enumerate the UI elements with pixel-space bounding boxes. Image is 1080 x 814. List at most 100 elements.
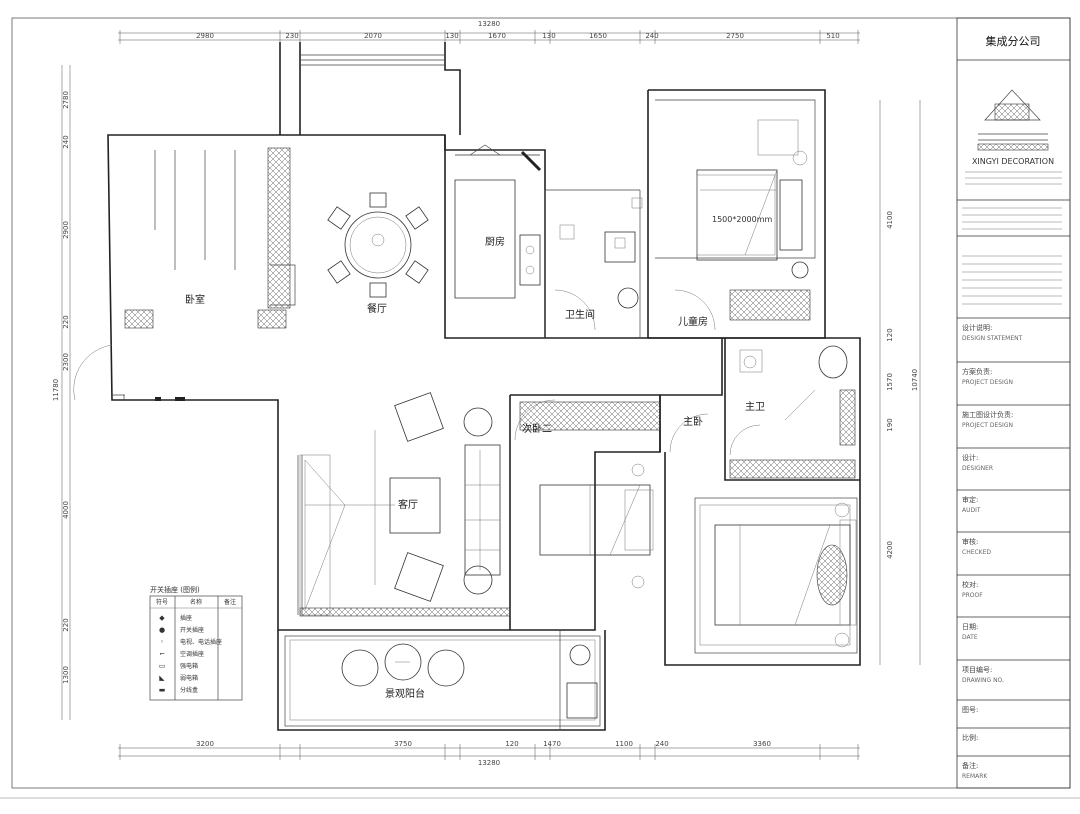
title-block-frame [956, 17, 1071, 789]
titleblock-field-label: 图号: [962, 706, 978, 714]
room-label-dining: 餐厅 [367, 302, 387, 315]
legend-name: 分线盒 [180, 686, 198, 694]
titleblock-field-value: DATE [962, 634, 978, 641]
dimension-label: 4200 [886, 541, 894, 559]
dimension-label: 1670 [488, 32, 506, 40]
bed-size-note: 1500*2000mm [712, 215, 773, 224]
titleblock-field-label: 方案负责: [962, 367, 992, 376]
dimension-label: 4100 [886, 211, 894, 229]
legend-name: 开关插座 [180, 626, 204, 634]
second-bedroom-fixtures [514, 399, 709, 589]
dimension-label: 120 [505, 740, 518, 748]
room-label-bathroom: 卫生间 [565, 308, 595, 321]
room-label-second-bedroom: 次卧二 [522, 422, 552, 435]
dimension-label: 1570 [886, 373, 894, 391]
dimension-total-label: 13280 [478, 20, 500, 28]
legend-symbol: ▬ [159, 686, 166, 694]
dimension-label: 2300 [62, 353, 70, 371]
room-label-balcony: 景观阳台 [385, 687, 425, 700]
room-label-master-short: 主卧 [683, 415, 703, 428]
dimension-total-label: 13280 [478, 759, 500, 767]
titleblock-field-value: PROJECT DESIGN [962, 422, 1013, 429]
room-label-bedroom: 卧室 [185, 293, 205, 306]
company-logo [977, 89, 1049, 151]
titleblock-field-value: DESIGN STATEMENT [962, 335, 1023, 342]
legend-symbol: ▭ [159, 662, 166, 670]
room-label-kids-room: 儿童房 [678, 315, 708, 328]
legend-table: 开关插座 (图例) 符号名称备注◆插座●开关插座◦电视、电话插座⌐空调插座▭强电… [149, 585, 243, 701]
titleblock-field-value: CHECKED [962, 549, 991, 556]
kitchen-fixtures [454, 144, 542, 299]
dimension-label: 3750 [394, 740, 412, 748]
dimension-label: 3360 [753, 740, 771, 748]
master-bath-fixtures [729, 345, 856, 479]
titleblock-field-value: REMARK [962, 773, 988, 780]
legend-name: 弱电箱 [180, 674, 198, 682]
title-block: 集成分公司 XINGYI DECORATION 设计说明: DESIGN STAT… [956, 17, 1071, 789]
walls [107, 42, 861, 731]
logo-caption: XINGYI DECORATION [972, 157, 1054, 166]
dimension-label: 510 [826, 32, 839, 40]
room-label-living: 客厅 [398, 498, 418, 511]
dimension-label: 4000 [62, 501, 70, 519]
titleblock-field-label: 审核: [962, 537, 978, 546]
dimension-total-label: 11780 [52, 379, 60, 401]
kids-bed [674, 119, 811, 331]
dimension-label: 1300 [62, 666, 70, 684]
dimension-label: 120 [886, 328, 894, 341]
dimension-label: 220 [62, 618, 70, 631]
room-labels: 卧室 餐厅 厨房 卫生间 儿童房 1500*2000mm 次卧二 主卧 主卫 客… [185, 215, 773, 700]
legend-symbol: ⌐ [159, 650, 165, 658]
company-name: 集成分公司 [986, 34, 1041, 48]
titleblock-field-value: AUDIT [962, 507, 981, 514]
titleblock-field-label: 备注: [962, 761, 978, 770]
bathroom-fixtures [554, 197, 643, 331]
dimension-label: 2980 [196, 32, 214, 40]
dimension-total-label: 10740 [911, 369, 919, 391]
titleblock-field-label: 项目编号: [962, 665, 992, 674]
titleblock-field-label: 设计说明: [962, 323, 992, 332]
legend-title: 开关插座 (图例) [150, 585, 200, 594]
legend-name: 强电箱 [180, 662, 198, 670]
dimension-label: 130 [445, 32, 458, 40]
legend-header: 名称 [190, 598, 202, 606]
legend-symbol: ◣ [159, 674, 165, 682]
dimension-label: 190 [886, 418, 894, 431]
titleblock-field-value: DESIGNER [962, 465, 993, 472]
legend-name: 空调插座 [180, 650, 204, 658]
dimension-label: 3200 [196, 740, 214, 748]
titleblock-field-label: 设计: [962, 453, 978, 462]
legend-symbol: ◦ [160, 638, 164, 646]
dimension-label: 230 [285, 32, 298, 40]
dimension-label: 2900 [62, 221, 70, 239]
dimension-label: 2780 [62, 91, 70, 109]
titleblock-field-label: 施工图设计负责: [962, 410, 1013, 419]
dimension-label: 2750 [726, 32, 744, 40]
legend-name: 插座 [180, 614, 192, 622]
legend-name: 电视、电话插座 [180, 638, 222, 646]
dimension-label: 240 [62, 135, 70, 148]
titleblock-field-label: 比例: [962, 733, 978, 742]
titleblock-field-label: 日期: [962, 623, 978, 631]
dining-table [327, 192, 429, 298]
living-room-furniture [299, 392, 511, 617]
dimension-label: 240 [655, 740, 668, 748]
titleblock-field-value: PROJECT DESIGN [962, 379, 1013, 386]
balcony-furniture [341, 643, 598, 719]
dimension-label: 220 [62, 315, 70, 328]
master-bed [694, 497, 858, 654]
dimension-label: 1100 [615, 740, 633, 748]
room-label-kitchen: 厨房 [485, 235, 505, 248]
dimension-label: 240 [645, 32, 658, 40]
wardrobe [267, 147, 291, 309]
titleblock-field-value: DRAWING NO. [962, 677, 1004, 684]
titleblock-field-label: 审定: [962, 495, 978, 504]
furniture [73, 119, 858, 719]
titleblock-field-label: 校对: [962, 580, 978, 589]
dimension-label: 130 [542, 32, 555, 40]
legend-header: 符号 [156, 598, 168, 606]
room-label-master-bath: 主卫 [745, 401, 765, 413]
